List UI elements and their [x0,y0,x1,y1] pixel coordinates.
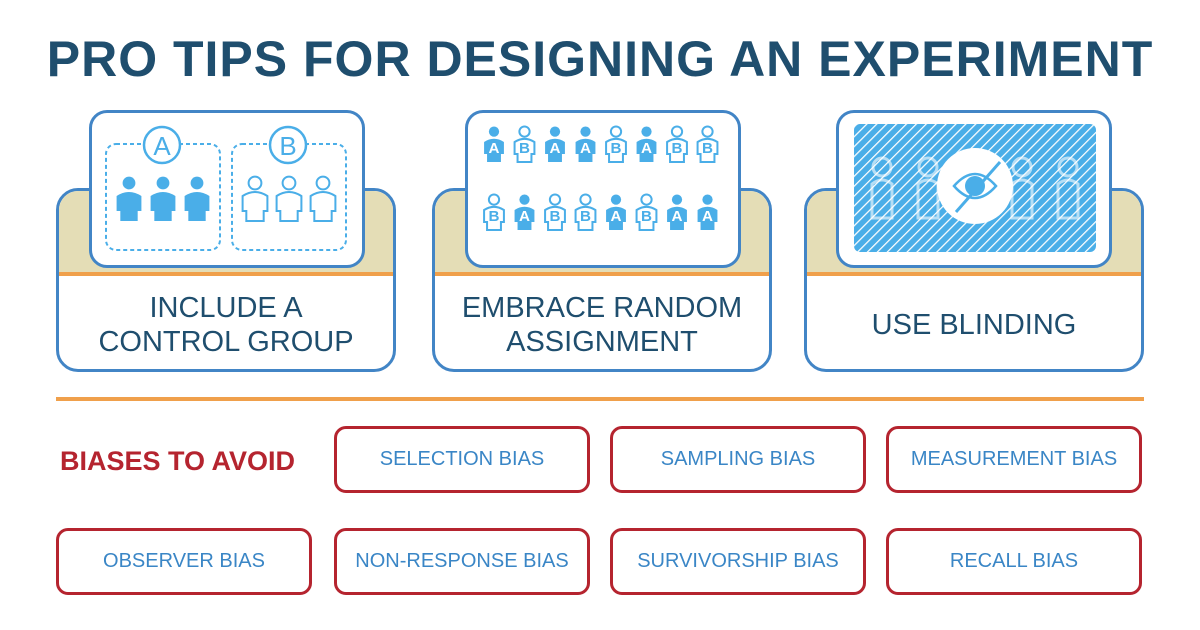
person-icon: A [484,126,504,162]
group-letter: B [702,140,713,157]
tip-label: INCLUDE A CONTROL GROUP [98,291,354,358]
group-letter: A [489,140,500,157]
bias-sampling: SAMPLING BIAS [610,426,866,493]
person-icon: B [696,125,719,163]
group-letter: A [550,140,561,157]
blinding-scene [854,124,1096,252]
group-letter: A [519,208,530,225]
group-letter: A [153,131,171,161]
group-letter: A [702,208,713,225]
section-divider [56,397,1144,401]
person-icon [275,175,303,222]
group-letter: B [550,208,561,225]
group-letter: A [641,140,652,157]
person-icon: B [544,193,566,231]
bias-survivorship: SURVIVORSHIP BIAS [610,528,866,595]
group-letter: A [580,140,591,157]
person-icon: B [635,193,658,231]
group-badge [268,125,308,165]
group-letter: B [641,208,652,225]
person-icon: A [606,194,626,230]
person-icon: B [513,125,536,163]
person-icon: B [666,125,688,163]
bias-non-response: NON-RESPONSE BIAS [334,528,590,595]
biases-heading: BIASES TO AVOID [60,446,296,476]
page-title: PRO TIPS FOR DESIGNING AN EXPERIMENT [46,31,1154,87]
group-letter: A [672,208,683,225]
person-icon: A [575,126,596,162]
group-letter: B [611,140,622,157]
bias-selection: SELECTION BIAS [334,426,590,493]
person-icon: B [605,125,627,163]
person-icon [309,175,337,222]
person-icon: A [514,194,535,230]
bias-recall: RECALL BIAS [886,528,1142,595]
person-icon [241,175,269,222]
random-assignment-illustration [465,110,741,268]
bias-observer: OBSERVER BIAS [56,528,312,595]
person-icon [184,176,210,221]
bias-measurement: MEASUREMENT BIAS [886,426,1142,493]
person-icon: B [483,193,505,231]
person-icon [116,176,142,221]
tip-label: EMBRACE RANDOM ASSIGNMENT [461,291,743,358]
group-letter: B [580,208,591,225]
tip-label: USE BLINDING [871,308,1077,341]
person-icon: A [636,126,657,162]
person-icon: A [545,126,565,162]
group-letter: B [519,140,530,157]
person-icon [150,176,176,221]
group-letter: B [279,131,296,161]
group-letter: B [672,140,683,157]
person-icon: A [667,194,687,230]
group-badge [142,125,182,165]
group-letter: A [611,208,622,225]
person-icon: B [574,193,597,231]
group-letter: B [489,208,500,225]
person-icon: A [697,194,718,230]
